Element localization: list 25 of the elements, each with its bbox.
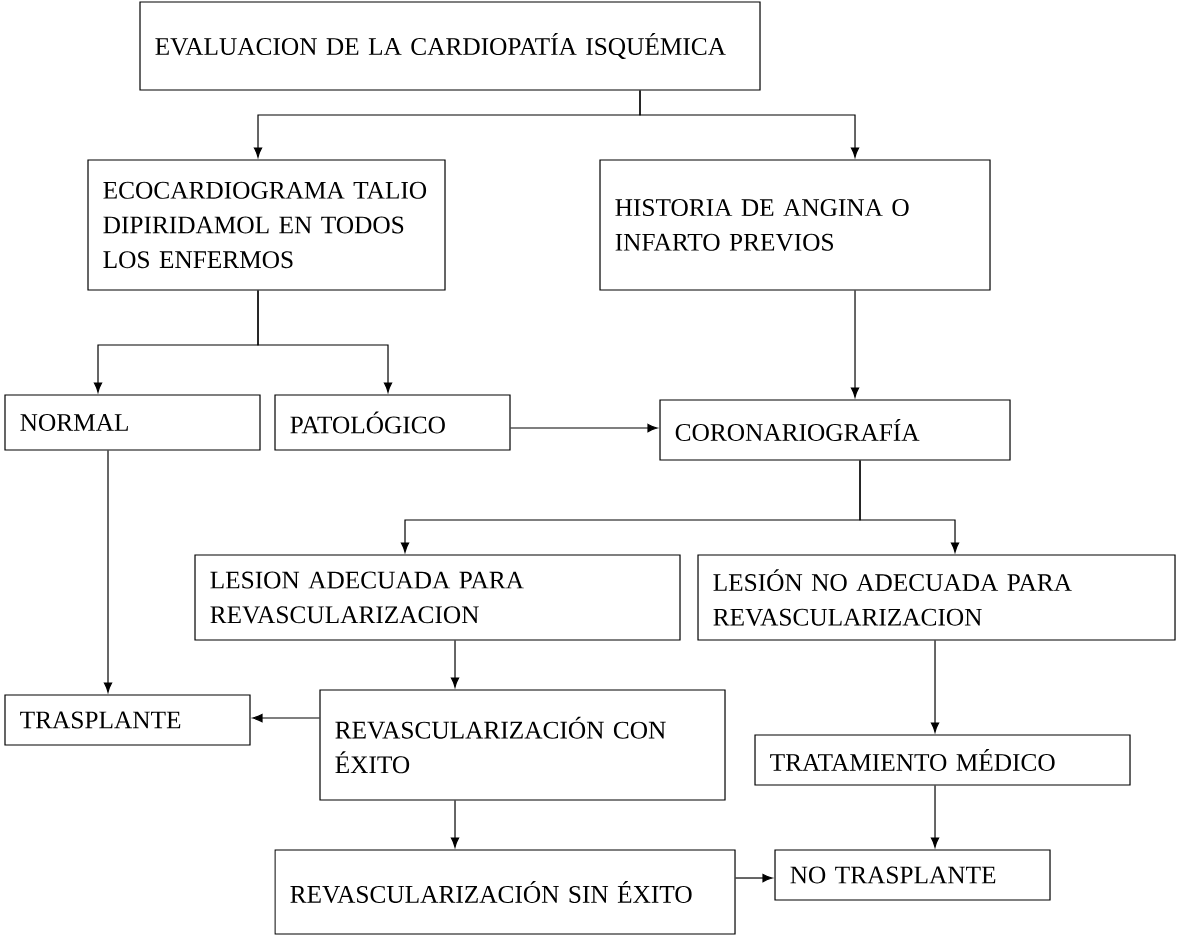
process-box: CORONARIOGRAFÍA <box>659 399 1011 461</box>
process-box: REVASCULARIZACIÓN CON ÉXITO <box>319 689 726 801</box>
process-box: HISTORIA DE ANGINA O INFARTO PREVIOS <box>599 159 991 291</box>
process-box: LESION ADECUADA PARA REVASCULARIZACION <box>194 554 681 641</box>
arrow <box>257 290 393 393</box>
process-box: TRASPLANTE <box>4 694 251 746</box>
arrow <box>450 800 460 848</box>
arrow <box>639 90 860 158</box>
arrow <box>252 713 320 723</box>
arrow <box>103 450 113 693</box>
arrow <box>859 460 960 553</box>
arrow <box>735 873 773 883</box>
process-box: PATOLÓGICO <box>274 394 511 451</box>
process-box: NO TRASPLANTE <box>774 849 1051 901</box>
process-box: REVASCULARIZACIÓN SIN ÉXITO <box>274 849 736 935</box>
arrow <box>510 423 658 433</box>
process-box: ECOCARDIOGRAMA TALIO DIPIRIDAMOL EN TODOS LOS ENFERMOS <box>87 159 446 291</box>
process-box: NORMAL <box>4 394 261 451</box>
process-box: EVALUACION DE LA CARDIOPATÍA ISQUÉMICA <box>139 1 761 91</box>
arrow <box>450 640 460 688</box>
process-box: LESIÓN NO ADECUADA PARA REVASCULARIZACION <box>697 554 1176 641</box>
arrow <box>930 640 940 733</box>
arrow <box>930 785 940 848</box>
process-box: TRATAMIENTO MÉDICO <box>754 734 1131 786</box>
arrow <box>850 290 860 398</box>
